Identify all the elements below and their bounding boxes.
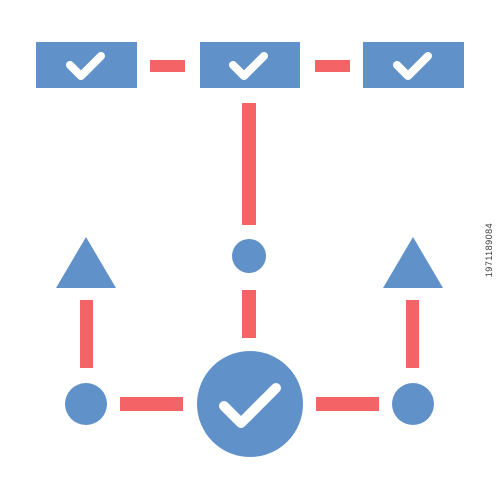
right-circle-node [392, 383, 434, 425]
connector-left-circle-hub [120, 397, 183, 411]
process-box-1 [36, 42, 137, 88]
connector-right-circle-triangle [406, 300, 419, 368]
hub-node [197, 351, 303, 457]
check-icon [219, 383, 281, 428]
connector-hub-right-circle [316, 397, 379, 411]
triangle-icon-right [383, 237, 443, 288]
connectors [80, 60, 419, 411]
process-box-2 [200, 42, 300, 88]
connector-box1-box2 [150, 60, 185, 72]
small-circle-node [232, 239, 266, 273]
connector-left-circle-triangle [80, 300, 93, 368]
check-icon [66, 52, 105, 80]
stock-id-text: 1971189084 [484, 222, 494, 278]
check-icon [229, 52, 268, 80]
triangle-icon-left [56, 237, 116, 288]
connector-small-circle-hub [242, 290, 256, 338]
left-circle-node [65, 383, 107, 425]
check-icon [393, 52, 432, 80]
connector-box2-box3 [315, 60, 350, 72]
process-box-3 [363, 42, 464, 88]
hub-circle [197, 351, 303, 457]
connector-box2-down-dashed [242, 103, 256, 225]
